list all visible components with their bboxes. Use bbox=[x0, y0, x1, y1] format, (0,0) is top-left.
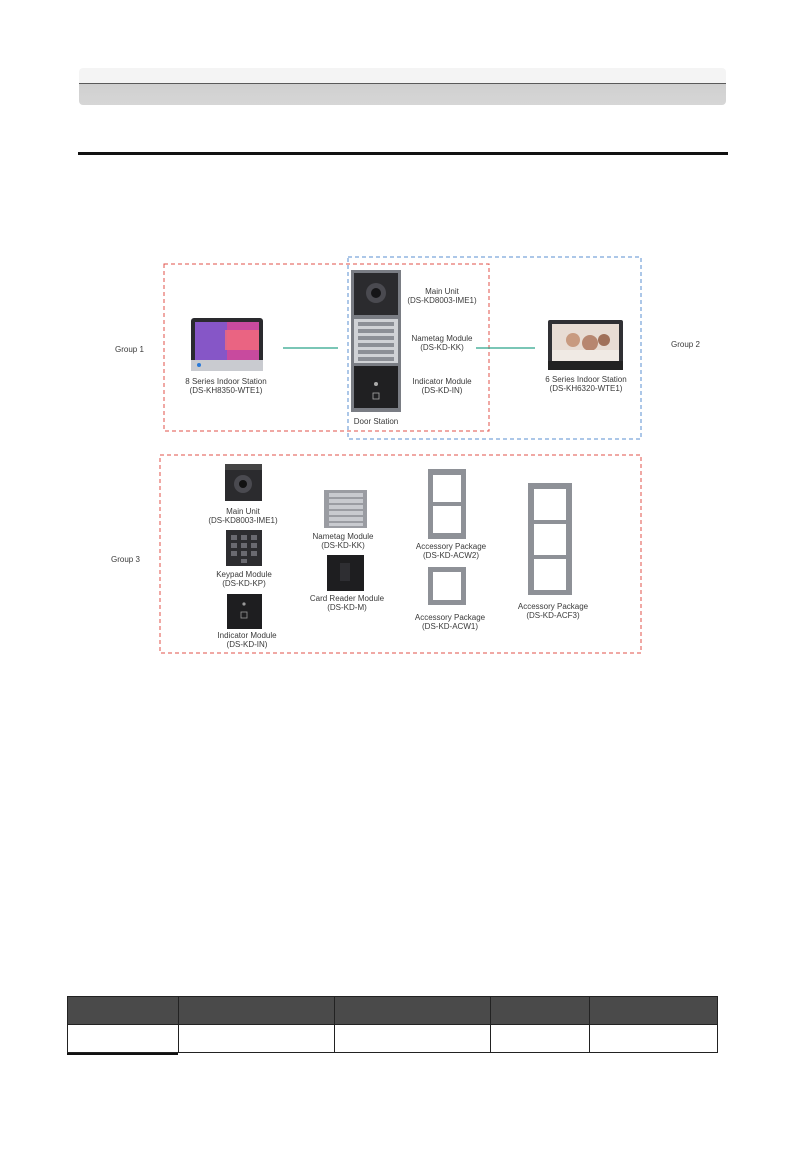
module-keypad-icon bbox=[226, 530, 262, 566]
table-header-cell bbox=[490, 996, 590, 1025]
module-main-unit-icon bbox=[225, 464, 262, 501]
module-main-unit-model: (DS-KD8003-IME1) bbox=[208, 516, 278, 525]
indoor8-model: (DS-KH8350-WTE1) bbox=[189, 386, 263, 395]
accessory-acw1-model: (DS-KD-ACW1) bbox=[422, 622, 478, 631]
table-cell bbox=[589, 1024, 718, 1053]
accessory-acf3-icon bbox=[528, 483, 572, 595]
accessory-acw1-icon bbox=[428, 567, 466, 605]
group1-label: Group 1 bbox=[115, 345, 144, 354]
page-header-band bbox=[79, 68, 726, 105]
module-card-reader-model: (DS-KD-M) bbox=[327, 603, 367, 612]
indoor-station-6-icon bbox=[548, 320, 623, 370]
module-indicator-icon bbox=[227, 594, 262, 629]
table-cell bbox=[334, 1024, 491, 1053]
indoor6-name: 6 Series Indoor Station bbox=[545, 375, 627, 384]
module-keypad-name: Keypad Module bbox=[216, 570, 272, 579]
table-header-cell bbox=[67, 996, 179, 1025]
group3-box bbox=[159, 454, 642, 654]
table-header-cell bbox=[178, 996, 335, 1025]
door-station-label: Door Station bbox=[353, 417, 399, 426]
table-header-row bbox=[67, 996, 718, 1025]
module-card-reader-icon bbox=[327, 555, 364, 591]
main-unit-name: Main Unit bbox=[425, 287, 459, 296]
module-nametag-name: Nametag Module bbox=[312, 532, 374, 541]
table-cell bbox=[490, 1024, 590, 1053]
main-unit-model: (DS-KD8003-IME1) bbox=[407, 296, 477, 305]
table-cell bbox=[178, 1024, 335, 1053]
table-header-cell bbox=[589, 996, 718, 1025]
group3-label: Group 3 bbox=[111, 555, 140, 564]
accessory-acw1-name: Accessory Package bbox=[414, 613, 486, 622]
module-indicator-name: Indicator Module bbox=[217, 631, 277, 640]
accessory-acf3-name: Accessory Package bbox=[517, 602, 589, 611]
table-underline bbox=[67, 1053, 178, 1055]
table-header-cell bbox=[334, 996, 491, 1025]
module-nametag-icon bbox=[324, 490, 367, 528]
indoor6-model: (DS-KH6320-WTE1) bbox=[549, 384, 623, 393]
indicator-model: (DS-KD-IN) bbox=[421, 386, 463, 395]
module-keypad-model: (DS-KD-KP) bbox=[222, 579, 266, 588]
nametag-name: Nametag Module bbox=[411, 334, 473, 343]
accessory-acw2-model: (DS-KD-ACW2) bbox=[423, 551, 479, 560]
table-row bbox=[67, 1024, 718, 1053]
indicator-name: Indicator Module bbox=[412, 377, 472, 386]
accessory-acw2-name: Accessory Package bbox=[415, 542, 487, 551]
door-station-icon bbox=[351, 270, 401, 412]
accessory-acw2-icon bbox=[428, 469, 466, 539]
module-nametag-model: (DS-KD-KK) bbox=[321, 541, 365, 550]
indoor8-name: 8 Series Indoor Station bbox=[185, 377, 267, 386]
spec-table-wrap bbox=[67, 996, 718, 1053]
table-cell bbox=[67, 1024, 179, 1053]
module-card-reader-name: Card Reader Module bbox=[309, 594, 385, 603]
accessory-acf3-model: (DS-KD-ACF3) bbox=[526, 611, 580, 620]
header-rule bbox=[78, 152, 728, 155]
nametag-model: (DS-KD-KK) bbox=[420, 343, 464, 352]
indoor-station-8-icon bbox=[191, 318, 263, 371]
module-indicator-model: (DS-KD-IN) bbox=[226, 640, 268, 649]
spec-table bbox=[67, 996, 718, 1053]
group2-label: Group 2 bbox=[671, 340, 700, 349]
module-main-unit-name: Main Unit bbox=[226, 507, 260, 516]
